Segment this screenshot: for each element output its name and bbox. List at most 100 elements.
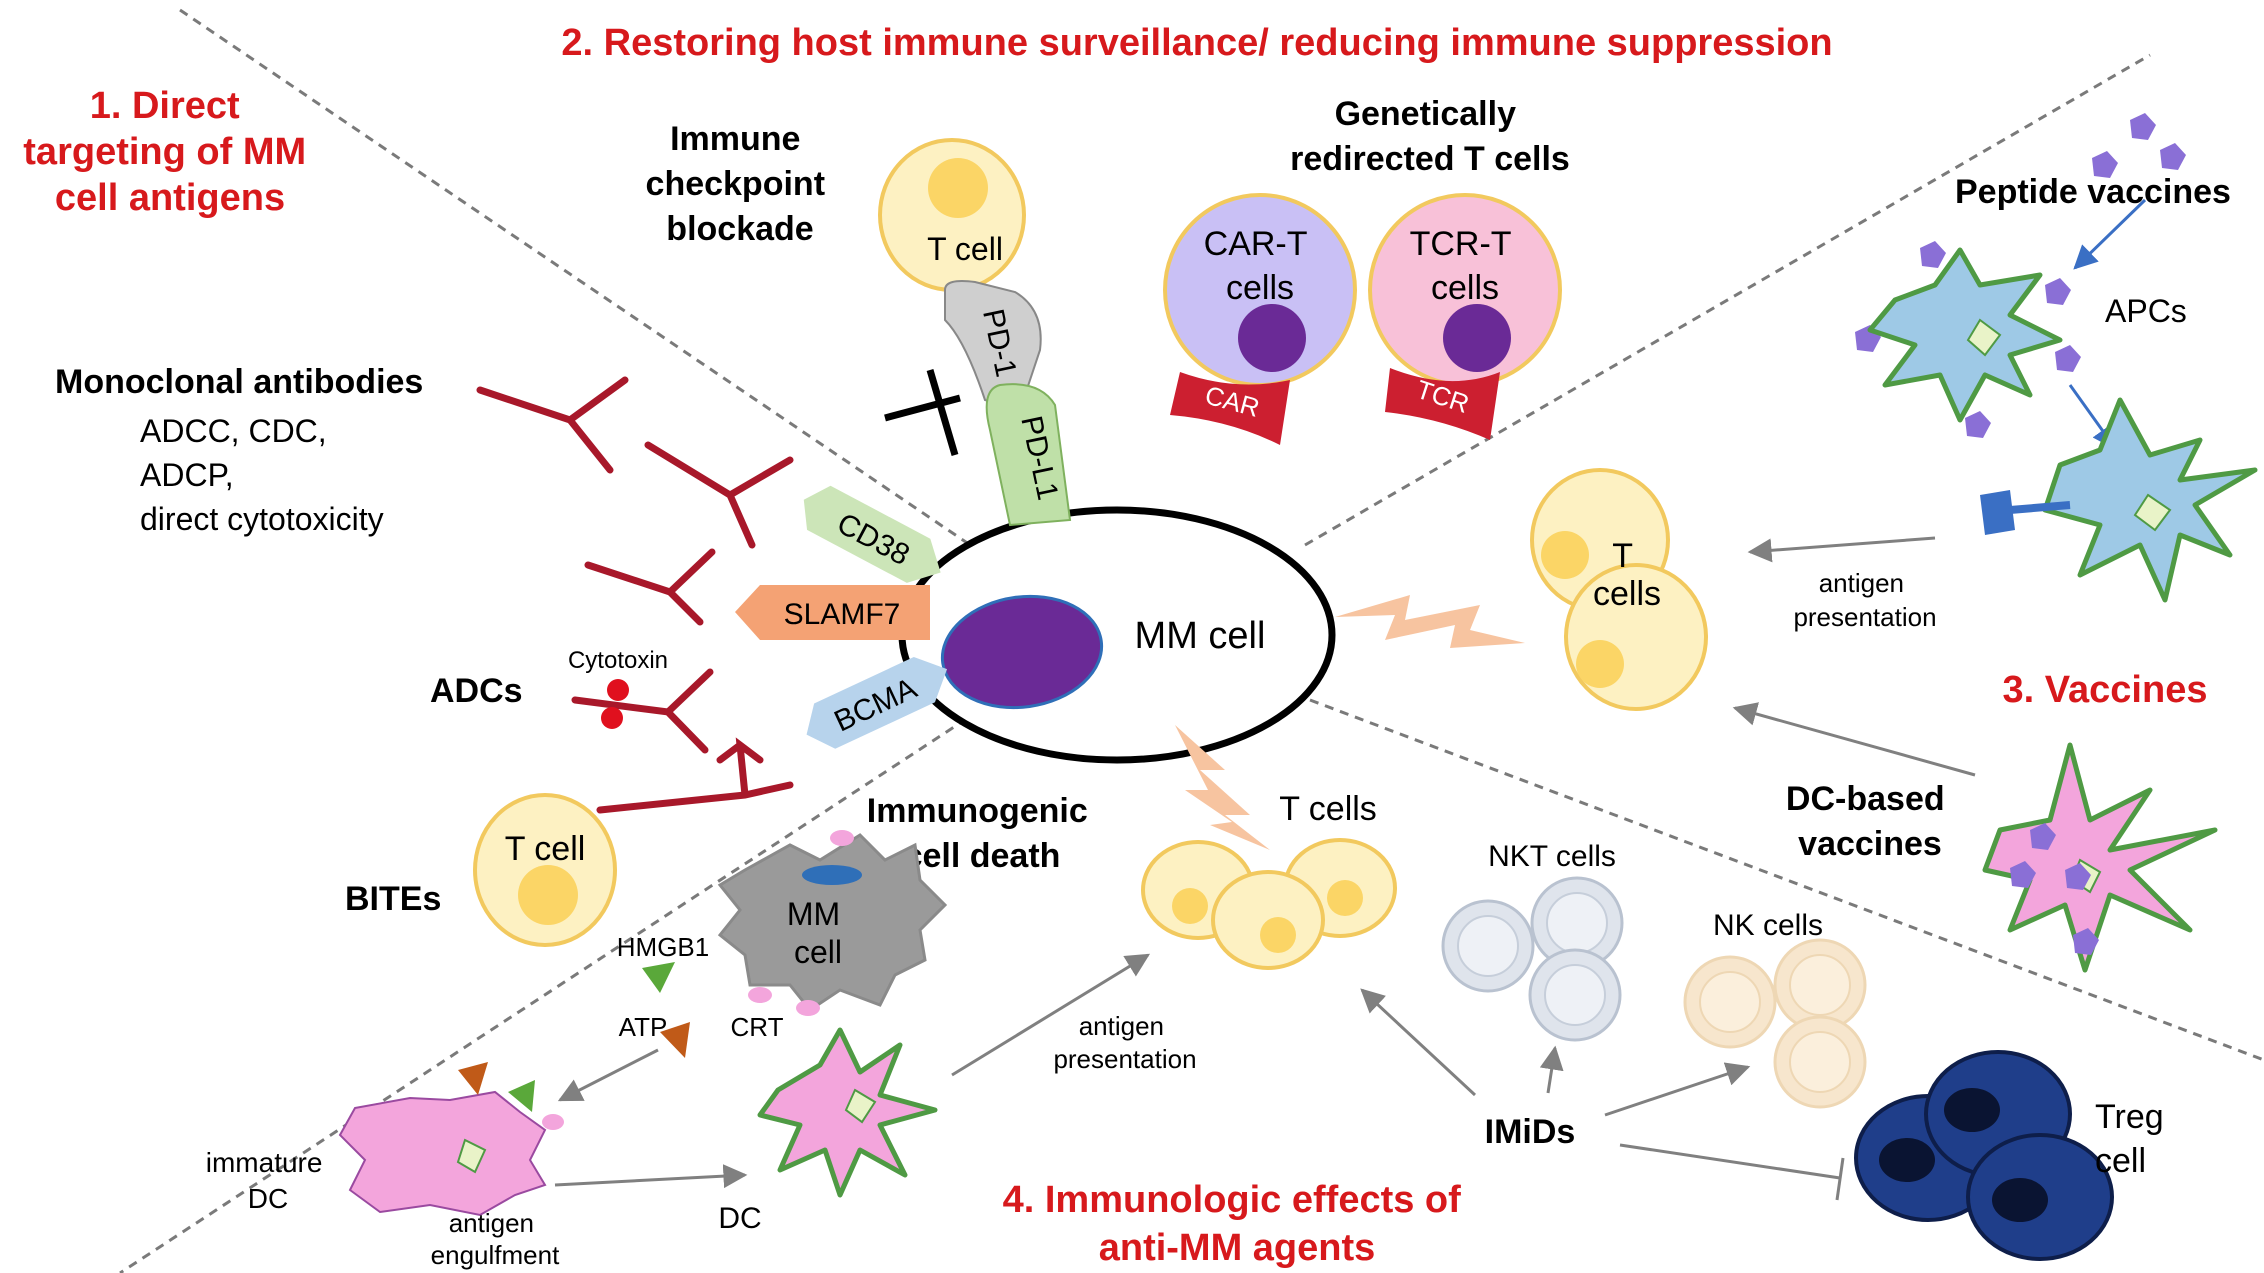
vaccine-t-cells: T cells (1530, 468, 1708, 711)
sector-dividers (119, 8, 2264, 1273)
divider-top-left (179, 8, 986, 557)
peptide-icon (2130, 113, 2156, 140)
checkpoint-inhibitor (884, 369, 961, 456)
antibodies (476, 376, 794, 814)
imids-to-nkt-arrow (1539, 1045, 1564, 1094)
checkpoint-t-cell: T cell (878, 138, 1026, 292)
svg-text:T cell: T cell (505, 830, 586, 868)
bottom-antigen-presentation: antigen presentation (1053, 1011, 1196, 1074)
dc-label: DC (718, 1202, 761, 1235)
lightning-bolt-bottom (1175, 725, 1270, 850)
treg-cells (1854, 1050, 2114, 1261)
section-4-title: 4. Immunologic effects of anti-MM agents (1003, 1179, 1472, 1269)
dying-mm-cell: MM cell (717, 830, 948, 1016)
dc-vaccine-arrow (1732, 702, 1976, 777)
antibody-3 (584, 548, 716, 626)
nkt-label: NKT cells (1488, 840, 1616, 873)
dc-vaccine-cell (1982, 742, 2218, 973)
svg-text:T cells: T cells (1593, 537, 1661, 613)
section-3-title: 3. Vaccines (2003, 669, 2208, 711)
bite-antibody (596, 737, 794, 814)
adcs-label: ADCs (430, 672, 523, 710)
icd-title: Immunogenic cell death (867, 792, 1097, 875)
apc-cell-2 (2042, 397, 2258, 603)
nkt-cells (1441, 876, 1624, 1042)
imids-inhibit-bar (1835, 1157, 1845, 1201)
checkpoint-title: Immune checkpoint blockade (646, 120, 835, 248)
mature-dc-cell (757, 1027, 938, 1198)
pdl1-ligand: PD-L1 (985, 383, 1072, 527)
antibody-2 (644, 441, 794, 549)
imids-label: IMiDs (1485, 1113, 1576, 1151)
peptide-icon (2010, 861, 2036, 888)
atp-icon (660, 1022, 690, 1058)
cytotoxin-icon (601, 707, 623, 729)
antibody-1 (476, 376, 629, 474)
mm-cell-nucleus (940, 594, 1104, 710)
mm-cell: MM cell (898, 506, 1336, 764)
atp-label: ATP (619, 1012, 668, 1042)
crt-label: CRT (731, 1012, 784, 1042)
mm-cell-label: MM cell (1135, 615, 1266, 657)
adc-antibody (571, 668, 714, 754)
peptide-icon (2160, 143, 2186, 170)
apcs-label: APCs (2105, 293, 2187, 329)
car-receptor (1170, 372, 1290, 445)
peptide-icon (2092, 151, 2118, 178)
treg-label: Treg cell (2095, 1098, 2173, 1180)
svg-text:T cells: T cells (1279, 790, 1377, 828)
immature-dc-label: immature DC (206, 1147, 330, 1214)
peptide-icon (1965, 411, 1991, 438)
imids-arrows (1360, 988, 1845, 1201)
bottom-t-cells: T cells (1141, 790, 1397, 970)
section-1-title: 1. Direct targeting of MM cell antigens (23, 85, 316, 219)
car-t-cell: CAR-T cells CAR (1163, 193, 1357, 445)
svg-text:T cell: T cell (927, 231, 1003, 267)
mab-mechanisms: ADCC, CDC, ADCP, direct cytotoxicity (140, 413, 384, 537)
divider-top-right (1304, 53, 2151, 547)
peptide-icon (2073, 928, 2099, 955)
imids-to-nk-arrow (1604, 1062, 1751, 1117)
tcr-receptor (1385, 368, 1500, 440)
peptide-to-apc-arrow (2073, 198, 2147, 270)
mhc-receptor (1980, 490, 2071, 535)
pd1-receptor: PD-1 (944, 280, 1042, 412)
cytotoxin-icon (607, 679, 629, 701)
divider-bottom-left (119, 708, 981, 1273)
genetic-title: Genetically redirected T cells (1290, 95, 1570, 178)
imids-inhibits-treg (1619, 1143, 1841, 1180)
hmgb1-icon (642, 962, 675, 993)
cytotoxin-payload (601, 679, 629, 729)
tcr-t-cell: TCR-T cells TCR (1368, 193, 1562, 440)
damp-to-dc-arrow (557, 1048, 659, 1102)
peptide-vaccines-title: Peptide vaccines (1955, 173, 2231, 211)
dc-to-tcells-arrow (951, 953, 1151, 1077)
engulfment-arrow (554, 1164, 748, 1189)
section-2-title: 2. Restoring host immune surveillance/ r… (561, 22, 1832, 64)
dc-vaccines-title: DC-based vaccines (1786, 780, 1954, 863)
imids-to-tcells-arrow (1360, 988, 1477, 1097)
peptide-icon (1920, 241, 1946, 268)
nk-cells (1683, 938, 1867, 1109)
lightning-bolt-right (1335, 595, 1525, 648)
peptide-icon (2030, 823, 2056, 850)
divider-bottom-right (1309, 698, 2264, 1062)
engulfment-label: antigen engulfment (431, 1208, 560, 1270)
apc-cell-1 (1867, 247, 2063, 423)
peptide-icon (2065, 863, 2091, 890)
nk-label: NK cells (1713, 909, 1823, 942)
slamf7-antigen: SLAMF7 (735, 585, 930, 640)
svg-text:CAR-T cells: CAR-T cells (1204, 225, 1317, 307)
svg-text:SLAMF7: SLAMF7 (784, 598, 901, 631)
immature-dc-cell (338, 1062, 564, 1217)
svg-text:TCR-T cells: TCR-T cells (1410, 225, 1521, 307)
peptides (1855, 113, 2186, 438)
bites-label: BITEs (345, 880, 441, 918)
vaccine-presentation-arrow (1747, 536, 1936, 563)
peptide-icon (2045, 278, 2071, 305)
peptide-icon (2055, 345, 2081, 372)
cytotoxin-label: Cytotoxin (568, 647, 668, 674)
hmgb1-label: HMGB1 (617, 932, 709, 962)
mab-title: Monoclonal antibodies (55, 363, 423, 401)
